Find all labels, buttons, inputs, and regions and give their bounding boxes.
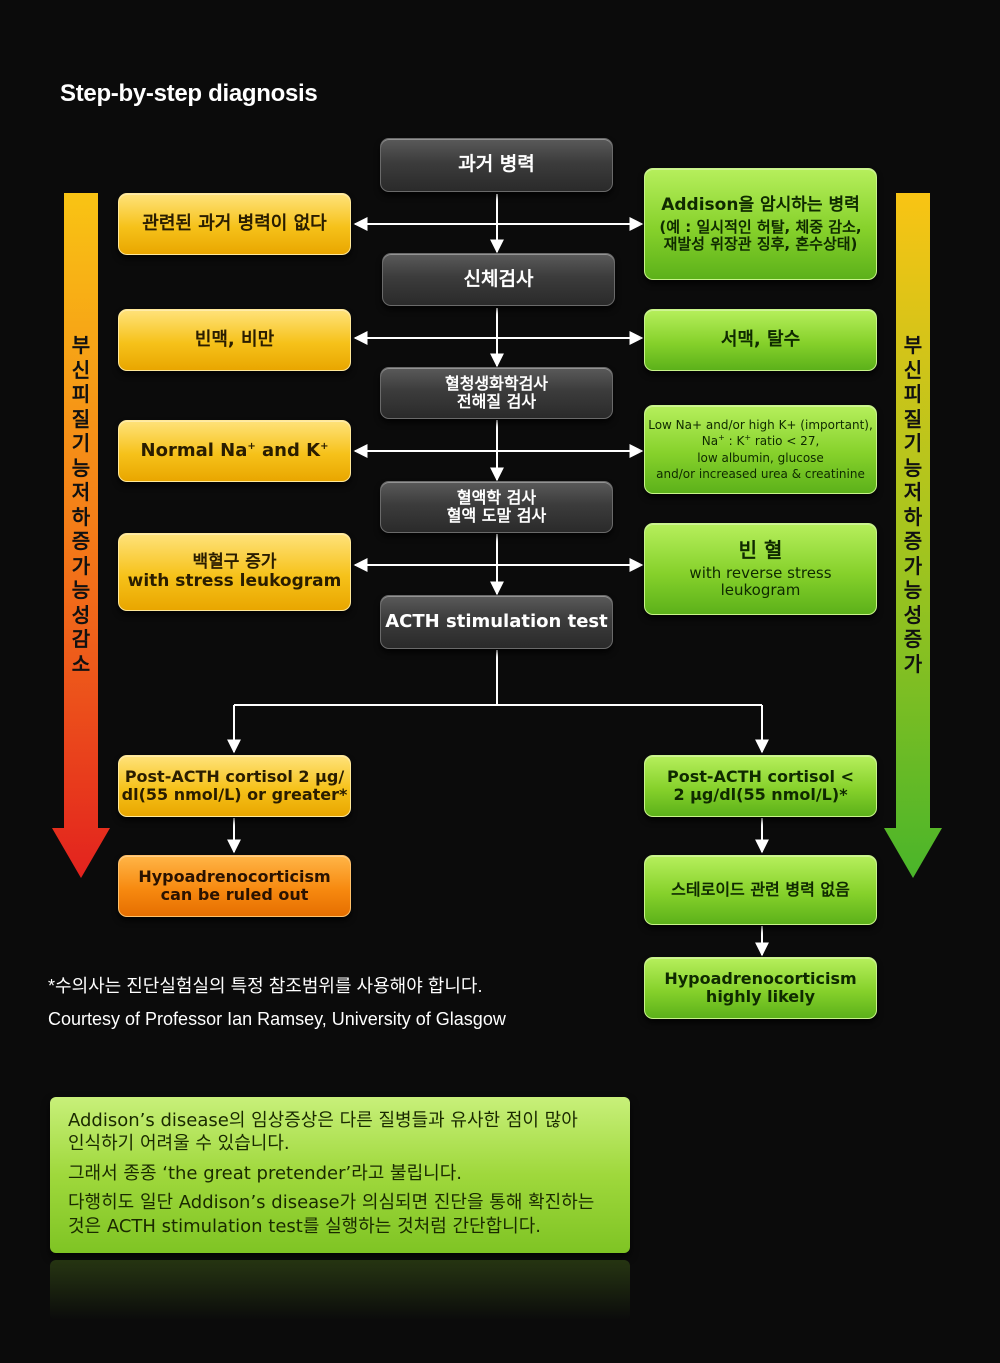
footnote: *수의사는 진단실험실의 특정 참조범위를 사용해야 합니다. xyxy=(48,976,483,996)
left-chemistry-box: Normal Na+ and K+ xyxy=(118,420,351,482)
hematology-step: 혈액학 검사 혈액 도말 검사 xyxy=(380,481,613,533)
right-chemistry-box: Low Na+ and/or high K+ (important), Na+ … xyxy=(644,405,877,494)
left-arrow-label: 부신피질기능저하증가능성감소 xyxy=(71,333,91,676)
exam-step: 신체검사 xyxy=(382,253,615,306)
chemistry-step: 혈청생화학검사 전해질 검사 xyxy=(380,367,613,419)
courtesy: Courtesy of Professor Ian Ramsey, Univer… xyxy=(48,1009,506,1029)
summary-reflection xyxy=(50,1260,630,1320)
left-exam-box: 빈맥, 비만 xyxy=(118,309,351,371)
right-exam-box: 서맥, 탈수 xyxy=(644,309,877,371)
history-step: 과거 병력 xyxy=(380,138,613,192)
right-likelihood-arrow xyxy=(884,193,942,878)
left-likelihood-arrow xyxy=(52,193,110,878)
right-outcome-box: Hypoadrenocorticism highly likely xyxy=(644,957,877,1019)
right-arrow-label: 부신피질기능저하증가능성증가 xyxy=(903,333,923,676)
left-result-box: Post-ACTH cortisol 2 µg/ dl(55 nmol/L) o… xyxy=(118,755,351,817)
page-title: Step-by-step diagnosis xyxy=(60,80,318,107)
left-history-box: 관련된 과거 병력이 없다 xyxy=(118,193,351,255)
right-steroid-box: 스테로이드 관련 병력 없음 xyxy=(644,855,877,925)
right-result-box: Post-ACTH cortisol < 2 µg/dl(55 nmol/L)* xyxy=(644,755,877,817)
right-hematology-box: 빈 혈 with reverse stress leukogram xyxy=(644,523,877,615)
left-hematology-box: 백혈구 증가 with stress leukogram xyxy=(118,533,351,611)
left-outcome-box: Hypoadrenocorticism can be ruled out xyxy=(118,855,351,917)
summary-box: Addison’s disease의 임상증상은 다른 질병들과 유사한 점이 … xyxy=(50,1097,630,1253)
acth-test-step: ACTH stimulation test xyxy=(380,595,613,649)
right-history-box: Addison을 암시하는 병력 (예 : 일시적인 허탈, 체중 감소, 재발… xyxy=(644,168,877,280)
